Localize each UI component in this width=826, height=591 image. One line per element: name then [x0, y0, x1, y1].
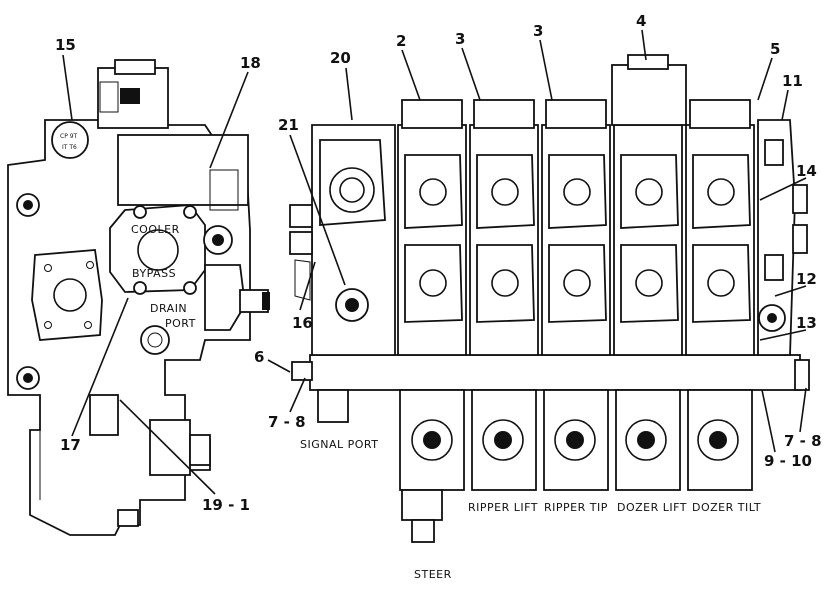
callout-20: 20 — [330, 49, 351, 67]
plate-text-1: CP 9T — [60, 133, 78, 140]
label-dozer-tilt: DOZER TILT — [692, 501, 761, 514]
text-labels: COOLER BYPASS DRAIN PORT SIGNAL PORT RIP… — [60, 133, 761, 581]
callout-4: 4 — [636, 12, 646, 30]
callout-3b: 3 — [533, 22, 543, 40]
callout-3a: 3 — [455, 30, 465, 48]
callout-13: 13 — [796, 314, 817, 332]
callout-15: 15 — [55, 36, 76, 54]
callout-16: 16 — [292, 314, 313, 332]
callout-6: 6 — [254, 348, 264, 366]
label-ripper-lift: RIPPER LIFT — [468, 501, 538, 514]
callout-7-8-right: 7 - 8 — [784, 432, 822, 450]
plate-text-2: IT T6 — [62, 144, 77, 151]
callout-18: 18 — [240, 54, 261, 72]
callout-14: 14 — [796, 162, 817, 180]
valve-section-1 — [397, 99, 467, 491]
callout-numbers: 15 18 20 2 3 3 4 5 11 21 14 12 13 16 6 7… — [55, 12, 822, 514]
leader-lines — [62, 29, 807, 495]
valve-section-4 — [611, 54, 687, 491]
label-cooler: COOLER — [131, 223, 180, 236]
label-port: PORT — [165, 317, 196, 330]
right-valve-bank — [289, 54, 810, 543]
label-signal-port: SIGNAL PORT — [300, 438, 378, 451]
callout-2: 2 — [396, 32, 406, 50]
callout-21: 21 — [278, 116, 299, 134]
label-ripper-tip: RIPPER TIP — [544, 501, 608, 514]
label-steer: STEER — [414, 568, 452, 581]
callout-5: 5 — [770, 40, 780, 58]
valve-section-5 — [685, 99, 755, 491]
valve-section-3 — [541, 99, 611, 491]
callout-7-8-left: 7 - 8 — [268, 413, 306, 431]
label-drain: DRAIN — [150, 302, 187, 315]
callout-11: 11 — [782, 72, 803, 90]
callout-12: 12 — [796, 270, 817, 288]
callout-17: 17 — [60, 436, 81, 454]
callout-9-10: 9 - 10 — [764, 452, 812, 470]
left-pump-assembly — [7, 59, 270, 536]
label-bypass: BYPASS — [132, 267, 176, 280]
label-dozer-lift: DOZER LIFT — [617, 501, 687, 514]
callout-19-1: 19 - 1 — [202, 496, 250, 514]
valve-section-2 — [469, 99, 539, 491]
